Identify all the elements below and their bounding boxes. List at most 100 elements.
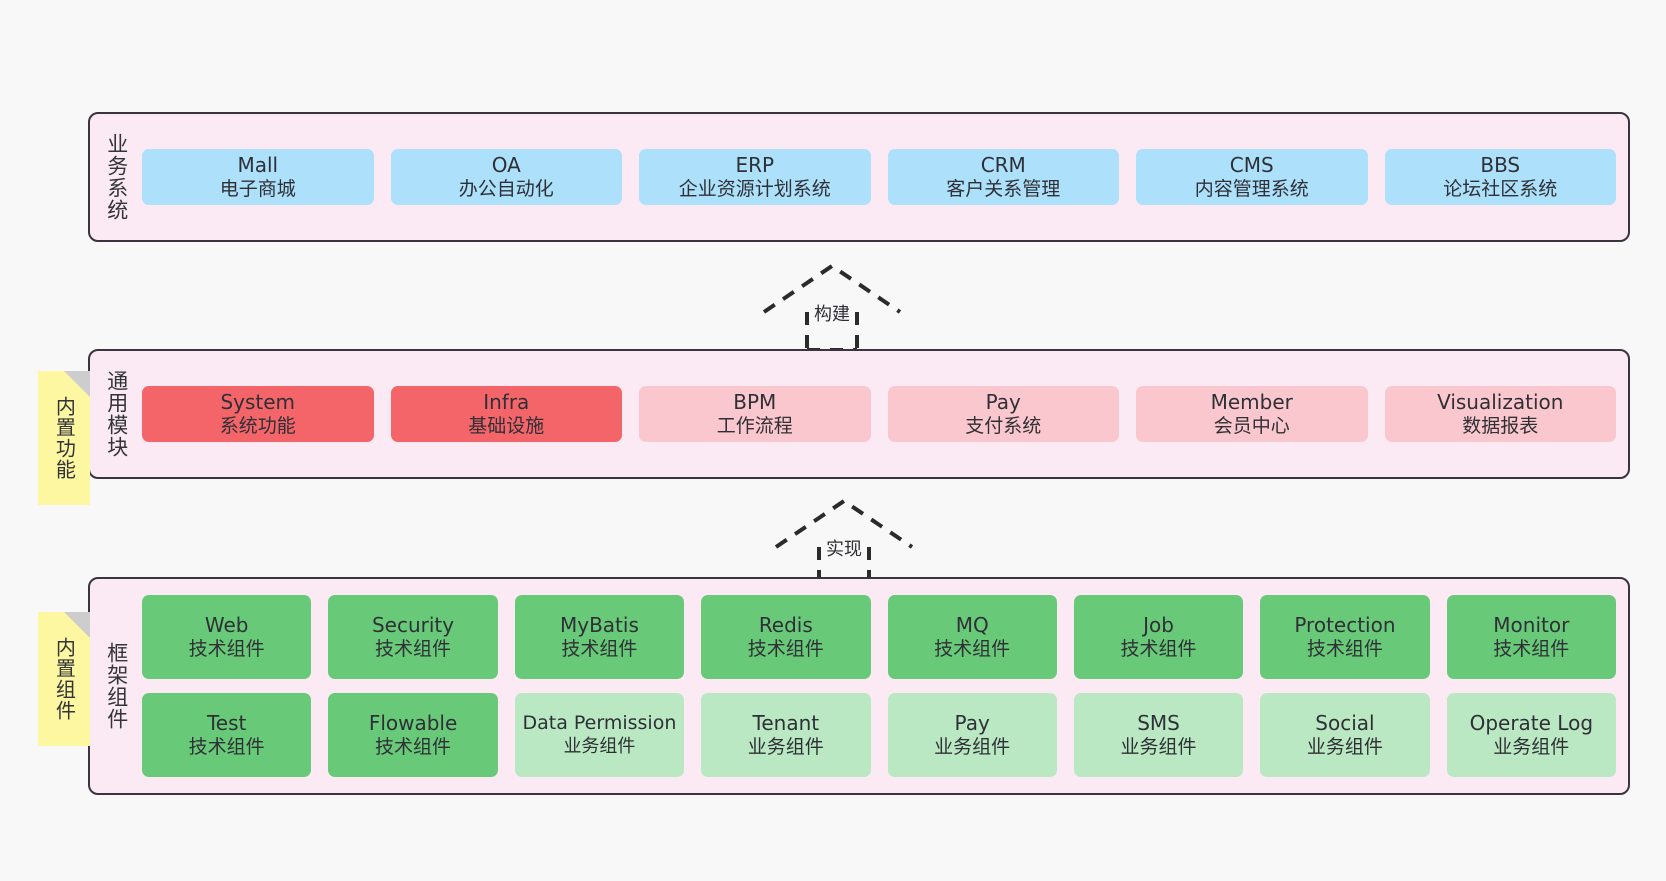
component-sms[interactable]: SMS 业务组件 (1073, 693, 1244, 777)
module-infra[interactable]: Infra 基础设施 (390, 386, 622, 442)
module-erp[interactable]: ERP 企业资源计划系统 (639, 149, 871, 205)
layer-framework-components-body: Web 技术组件 Security 技术组件 MyBatis 技术组件 Redi… (142, 579, 1628, 793)
module-cms-title: CMS (1229, 153, 1274, 178)
component-social[interactable]: Social 业务组件 (1260, 693, 1430, 777)
component-operate-log-title: Operate Log (1469, 711, 1594, 736)
component-security-subtitle: 技术组件 (375, 637, 452, 660)
component-monitor[interactable]: Monitor 技术组件 (1446, 595, 1616, 679)
component-test-subtitle: 技术组件 (188, 735, 265, 758)
business-systems-row: Mall 电子商城 OA 办公自动化 ERP 企业资源计划系统 CRM 客户关系… (142, 149, 1616, 205)
module-infra-subtitle: 基础设施 (468, 414, 545, 437)
module-visualization[interactable]: Visualization 数据报表 (1384, 386, 1616, 442)
component-web-subtitle: 技术组件 (188, 637, 265, 660)
connector-build: 构建 (762, 262, 902, 352)
module-bbs-title: BBS (1480, 153, 1521, 178)
component-monitor-subtitle: 技术组件 (1493, 637, 1570, 660)
component-operate-log-subtitle: 业务组件 (1493, 735, 1570, 758)
module-mall-title: Mall (237, 153, 279, 178)
layer-common-modules-body: System 系统功能 Infra 基础设施 BPM 工作流程 Pay 支付系统… (142, 351, 1628, 477)
component-test-title: Test (206, 711, 247, 736)
component-pay[interactable]: Pay 业务组件 (887, 693, 1057, 777)
component-mybatis-title: MyBatis (559, 613, 639, 638)
module-bpm-title: BPM (733, 390, 777, 415)
sticky-note-builtin-components: 内置组件 (38, 612, 90, 746)
component-job-title: Job (1143, 613, 1174, 638)
component-mybatis[interactable]: MyBatis 技术组件 (514, 595, 685, 679)
module-system-title: System (220, 390, 296, 415)
layer-common-modules-label: 通用模块 (104, 370, 129, 458)
component-mq[interactable]: MQ 技术组件 (887, 595, 1057, 679)
module-pay-subtitle: 支付系统 (965, 414, 1042, 437)
module-member[interactable]: Member 会员中心 (1136, 386, 1368, 442)
component-redis[interactable]: Redis 技术组件 (701, 595, 871, 679)
module-member-title: Member (1210, 390, 1293, 415)
component-redis-title: Redis (758, 613, 813, 638)
common-modules-row: System 系统功能 Infra 基础设施 BPM 工作流程 Pay 支付系统… (142, 386, 1616, 442)
component-flowable-subtitle: 技术组件 (375, 735, 452, 758)
sticky-note-builtin-features-label: 内置功能 (52, 396, 77, 480)
sticky-fold-corner-icon (64, 371, 90, 397)
sticky-note-builtin-features: 内置功能 (38, 371, 90, 505)
module-oa[interactable]: OA 办公自动化 (390, 149, 622, 205)
component-job-subtitle: 技术组件 (1120, 637, 1197, 660)
component-flowable-title: Flowable (368, 711, 458, 736)
module-visualization-subtitle: 数据报表 (1462, 414, 1539, 437)
module-infra-title: Infra (483, 390, 530, 415)
module-crm[interactable]: CRM 客户关系管理 (887, 149, 1119, 205)
layer-business-systems-body: Mall 电子商城 OA 办公自动化 ERP 企业资源计划系统 CRM 客户关系… (142, 114, 1628, 240)
module-bbs[interactable]: BBS 论坛社区系统 (1384, 149, 1616, 205)
component-flowable[interactable]: Flowable 技术组件 (328, 693, 498, 777)
module-mall[interactable]: Mall 电子商城 (142, 149, 374, 205)
connector-implement: 实现 (774, 497, 914, 587)
module-system-subtitle: 系统功能 (219, 414, 296, 437)
implement-arrowhead (774, 498, 914, 549)
module-crm-title: CRM (980, 153, 1026, 178)
component-protection-title: Protection (1294, 613, 1396, 638)
component-sms-title: SMS (1137, 711, 1180, 736)
component-social-title: Social (1315, 711, 1375, 736)
module-bbs-subtitle: 论坛社区系统 (1443, 177, 1558, 200)
module-oa-title: OA (491, 153, 521, 178)
module-system[interactable]: System 系统功能 (142, 386, 374, 442)
component-operate-log[interactable]: Operate Log 业务组件 (1446, 693, 1616, 777)
module-visualization-title: Visualization (1437, 390, 1564, 415)
module-bpm-subtitle: 工作流程 (716, 414, 793, 437)
component-test[interactable]: Test 技术组件 (142, 693, 312, 777)
component-mq-subtitle: 技术组件 (934, 637, 1011, 660)
framework-tech-row: Web 技术组件 Security 技术组件 MyBatis 技术组件 Redi… (142, 595, 1616, 679)
component-mybatis-subtitle: 技术组件 (561, 637, 638, 660)
module-member-subtitle: 会员中心 (1213, 414, 1290, 437)
component-social-subtitle: 业务组件 (1306, 735, 1383, 758)
sticky-fold-corner-icon (64, 612, 90, 638)
connector-build-label: 构建 (814, 304, 850, 325)
component-mq-title: MQ (955, 613, 989, 638)
module-cms-subtitle: 内容管理系统 (1194, 177, 1309, 200)
module-pay[interactable]: Pay 支付系统 (887, 386, 1119, 442)
module-erp-title: ERP (735, 153, 775, 178)
component-pay-title: Pay (954, 711, 990, 736)
component-security-title: Security (371, 613, 455, 638)
component-data-permission[interactable]: Data Permission 业务组件 (514, 693, 685, 777)
component-web[interactable]: Web 技术组件 (142, 595, 312, 679)
component-protection[interactable]: Protection 技术组件 (1260, 595, 1430, 679)
layer-business-systems: 业务系统 Mall 电子商城 OA 办公自动化 ERP 企业资源计划系统 CRM… (88, 112, 1630, 242)
layer-framework-components-label: 框架组件 (104, 642, 129, 730)
component-data-permission-title: Data Permission (522, 712, 677, 735)
component-tenant[interactable]: Tenant 业务组件 (701, 693, 871, 777)
component-protection-subtitle: 技术组件 (1306, 637, 1383, 660)
component-data-permission-subtitle: 业务组件 (563, 735, 636, 757)
module-cms[interactable]: CMS 内容管理系统 (1136, 149, 1368, 205)
layer-common-modules: 通用模块 System 系统功能 Infra 基础设施 BPM 工作流程 Pay… (88, 349, 1630, 479)
component-tenant-subtitle: 业务组件 (747, 735, 824, 758)
component-security[interactable]: Security 技术组件 (328, 595, 498, 679)
layer-business-systems-label: 业务系统 (104, 133, 129, 221)
component-web-title: Web (204, 613, 249, 638)
framework-business-row: Test 技术组件 Flowable 技术组件 Data Permission … (142, 693, 1616, 777)
module-bpm[interactable]: BPM 工作流程 (639, 386, 871, 442)
layer-framework-components: 框架组件 Web 技术组件 Security 技术组件 MyBatis 技术组件… (88, 577, 1630, 795)
component-monitor-title: Monitor (1493, 613, 1570, 638)
module-erp-subtitle: 企业资源计划系统 (678, 177, 831, 200)
component-pay-subtitle: 业务组件 (934, 735, 1011, 758)
component-job[interactable]: Job 技术组件 (1073, 595, 1244, 679)
